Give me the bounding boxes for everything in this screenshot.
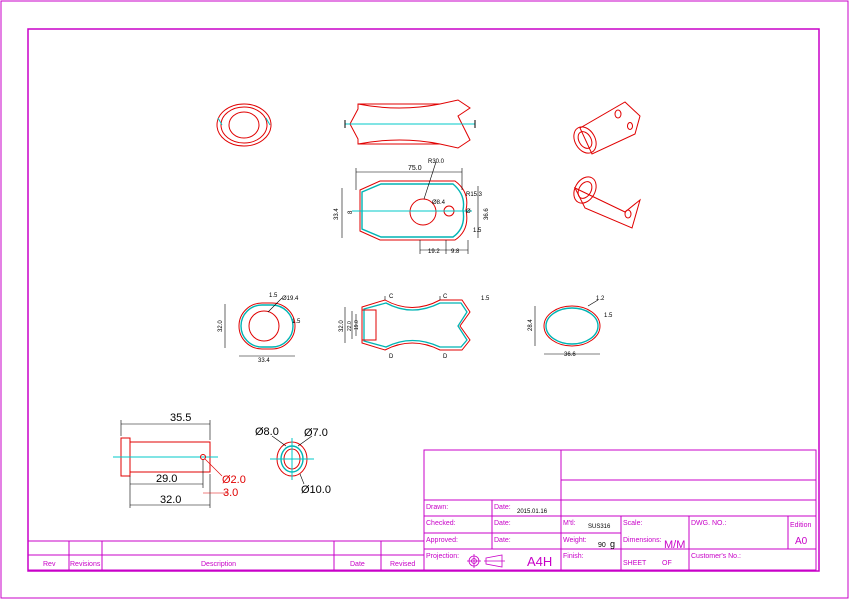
section-left-dia: Ø19.4 <box>282 296 299 302</box>
projection-symbol-icon <box>467 554 505 568</box>
dim-inner: 8 <box>348 210 354 214</box>
tb-of-label: OF <box>662 560 672 567</box>
section-mid-h1: 32.0 <box>339 320 345 332</box>
front-view <box>341 161 479 254</box>
rev-col-date: Date <box>350 561 365 568</box>
pin-total: 32.0 <box>160 494 181 506</box>
tb-finish-label: Finish: <box>563 553 584 560</box>
tb-weight-unit: g <box>610 539 615 549</box>
tb-drawn-label: Drawn: <box>426 504 448 511</box>
section-mid-c-left: C <box>389 294 394 300</box>
section-right-width: 36.6 <box>564 352 576 358</box>
dim-overall-length: 75.0 <box>408 165 422 172</box>
tb-edition-value: A0 <box>795 536 808 547</box>
tb-weight-value: 90 <box>598 542 606 549</box>
section-mid-h3: 19.0 <box>354 320 360 330</box>
tb-dwg-label: DWG. NO.: <box>691 520 726 527</box>
tb-scale-label: Scale: <box>623 520 643 527</box>
dim-small: Ø <box>466 209 471 215</box>
dim-hole-small: R15.3 <box>466 192 483 198</box>
tb-sheet-label: SHEET <box>623 560 647 567</box>
dim-height-right: 36.6 <box>484 208 490 220</box>
tb-date-label: Date: <box>494 504 511 511</box>
washer-view <box>270 435 314 485</box>
washer-inner: Ø7.0 <box>304 427 328 439</box>
tb-projection-label: Projection: <box>426 553 459 560</box>
revision-block <box>27 540 425 571</box>
washer-outer: Ø8.0 <box>255 426 279 438</box>
dim-bottom-left: 19.2 <box>428 249 440 255</box>
tb-date-value: 2015.01.16 <box>517 509 548 515</box>
pin-offset: 3.0 <box>223 487 238 499</box>
tb-approved-date-label: Date: <box>494 537 511 544</box>
end-view-top <box>216 103 272 147</box>
tb-edition-label: Edition <box>790 522 812 529</box>
pin-length: 35.5 <box>170 412 191 424</box>
section-left <box>224 297 296 357</box>
dim-top-label: R30.0 <box>428 159 445 165</box>
top-view <box>344 99 476 149</box>
iso-view-2 <box>573 176 641 229</box>
tb-paper-size: A4H <box>527 554 552 569</box>
section-mid-c-right: C <box>443 294 448 300</box>
section-mid-d-left: D <box>389 354 394 360</box>
section-left-height: 32.0 <box>218 320 224 332</box>
section-mid-right-dim: 1.5 <box>481 296 490 302</box>
dim-right-small: 1.5 <box>473 228 482 234</box>
tb-checked-date-label: Date: <box>494 520 511 527</box>
dim-height-left: 33.4 <box>334 208 340 220</box>
tb-approved-label: Approved: <box>426 537 458 544</box>
dim-bottom-right: 9.8 <box>451 249 460 255</box>
tb-mtl-value: SUS316 <box>588 524 611 530</box>
section-right-right: 1.5 <box>604 313 613 319</box>
section-left-thk: 1.5 <box>292 319 301 325</box>
washer-bottom: Ø10.0 <box>301 484 331 496</box>
rev-col-revisions: Revisions <box>70 561 101 568</box>
section-right-top: 1.2 <box>596 296 605 302</box>
section-right <box>534 299 601 355</box>
tb-dimensions-value: M/M <box>664 539 685 551</box>
dim-hole-large: Ø8.4 <box>432 200 446 206</box>
section-mid <box>344 296 471 351</box>
tb-dimensions-label: Dimensions: <box>623 537 662 544</box>
section-right-height: 28.4 <box>528 319 534 331</box>
pin-hole: Ø2.0 <box>222 474 246 486</box>
inner-border <box>27 28 820 572</box>
section-left-top: 1.5 <box>269 293 278 299</box>
iso-view-1 <box>573 101 641 155</box>
rev-col-revised: Revised <box>390 561 415 568</box>
section-mid-h2: 22.0 <box>347 321 353 331</box>
rev-col-description: Description <box>201 561 236 568</box>
tb-customer-label: Customer's No.: <box>691 553 741 560</box>
tb-weight-label: Weight: <box>563 537 587 544</box>
tb-checked-label: Checked: <box>426 520 456 527</box>
tb-mtl-label: M'tl: <box>563 520 576 527</box>
title-block <box>423 449 817 571</box>
pin-body: 29.0 <box>156 473 177 485</box>
section-left-width: 33.4 <box>258 358 270 364</box>
pin-view <box>113 420 228 508</box>
rev-col-rev: Rev <box>43 561 56 568</box>
section-mid-d-right: D <box>443 354 448 360</box>
